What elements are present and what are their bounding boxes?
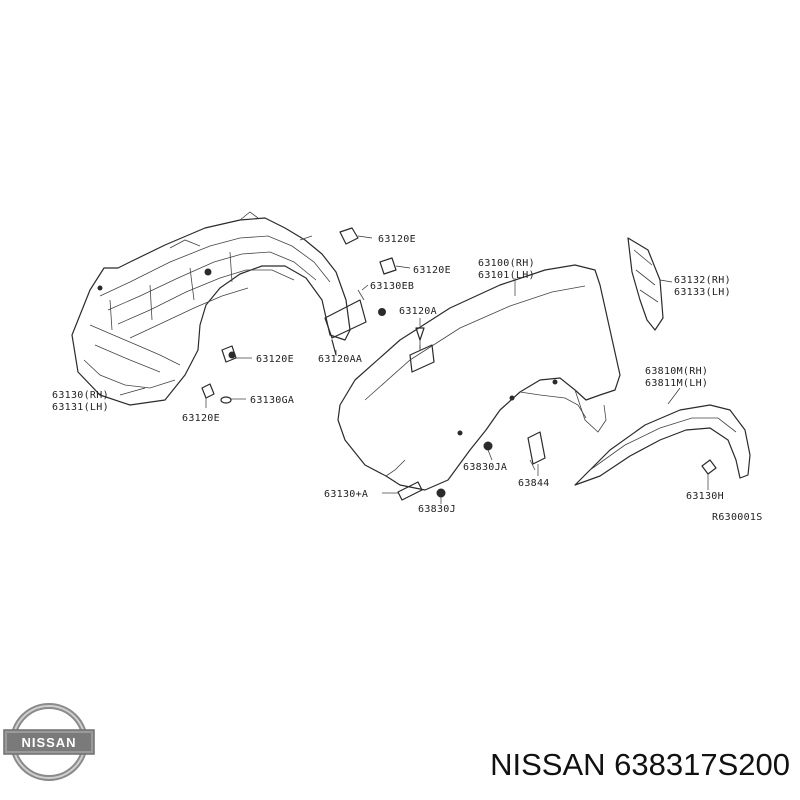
callout-labels: 63120E 63120E 63130EB 63120A 63120E 6312…: [52, 234, 763, 523]
callout-63101-lh: 63101(LH): [478, 270, 535, 281]
callout-63810m-rh: 63810M(RH): [645, 366, 708, 377]
callout-63120e-low: 63120E: [182, 413, 220, 424]
nissan-logo: NISSAN: [3, 703, 95, 781]
callout-63130a: 63130+A: [324, 489, 368, 500]
front-fender: [337, 264, 621, 491]
callout-63120e-mid: 63120E: [413, 265, 451, 276]
callout-63132-rh: 63132(RH): [674, 275, 731, 286]
leader-lines: [119, 235, 709, 504]
splash-shield: [627, 237, 664, 331]
callout-63811m-lh: 63811M(LH): [645, 378, 708, 389]
callout-63133-lh: 63133(LH): [674, 287, 731, 298]
callout-63830ja: 63830JA: [463, 462, 507, 473]
callout-63130eb: 63130EB: [370, 281, 414, 292]
callout-63130ga: 63130GA: [250, 395, 294, 406]
logo-text: NISSAN: [21, 735, 76, 750]
callout-63830j: 63830J: [418, 504, 456, 515]
fastener-cluster: [201, 227, 435, 404]
wheel-arch-molding: [574, 404, 751, 486]
inner-fender-liner: [71, 211, 351, 406]
reference-code: R630001S: [712, 512, 763, 523]
part-number-label: NISSAN 638317S200: [490, 747, 790, 782]
callout-63120a: 63120A: [399, 306, 437, 317]
callout-63120e-top: 63120E: [378, 234, 416, 245]
callout-63131-lh: 63131(LH): [52, 402, 109, 413]
callout-63130h: 63130H: [686, 491, 724, 502]
fender-fasteners: [397, 431, 546, 501]
callout-63844: 63844: [518, 478, 550, 489]
callout-63130-rh: 63130(RH): [52, 390, 109, 401]
callout-63120aa: 63120AA: [318, 354, 362, 365]
callout-63100-rh: 63100(RH): [478, 258, 535, 269]
callout-63120e-left: 63120E: [256, 354, 294, 365]
